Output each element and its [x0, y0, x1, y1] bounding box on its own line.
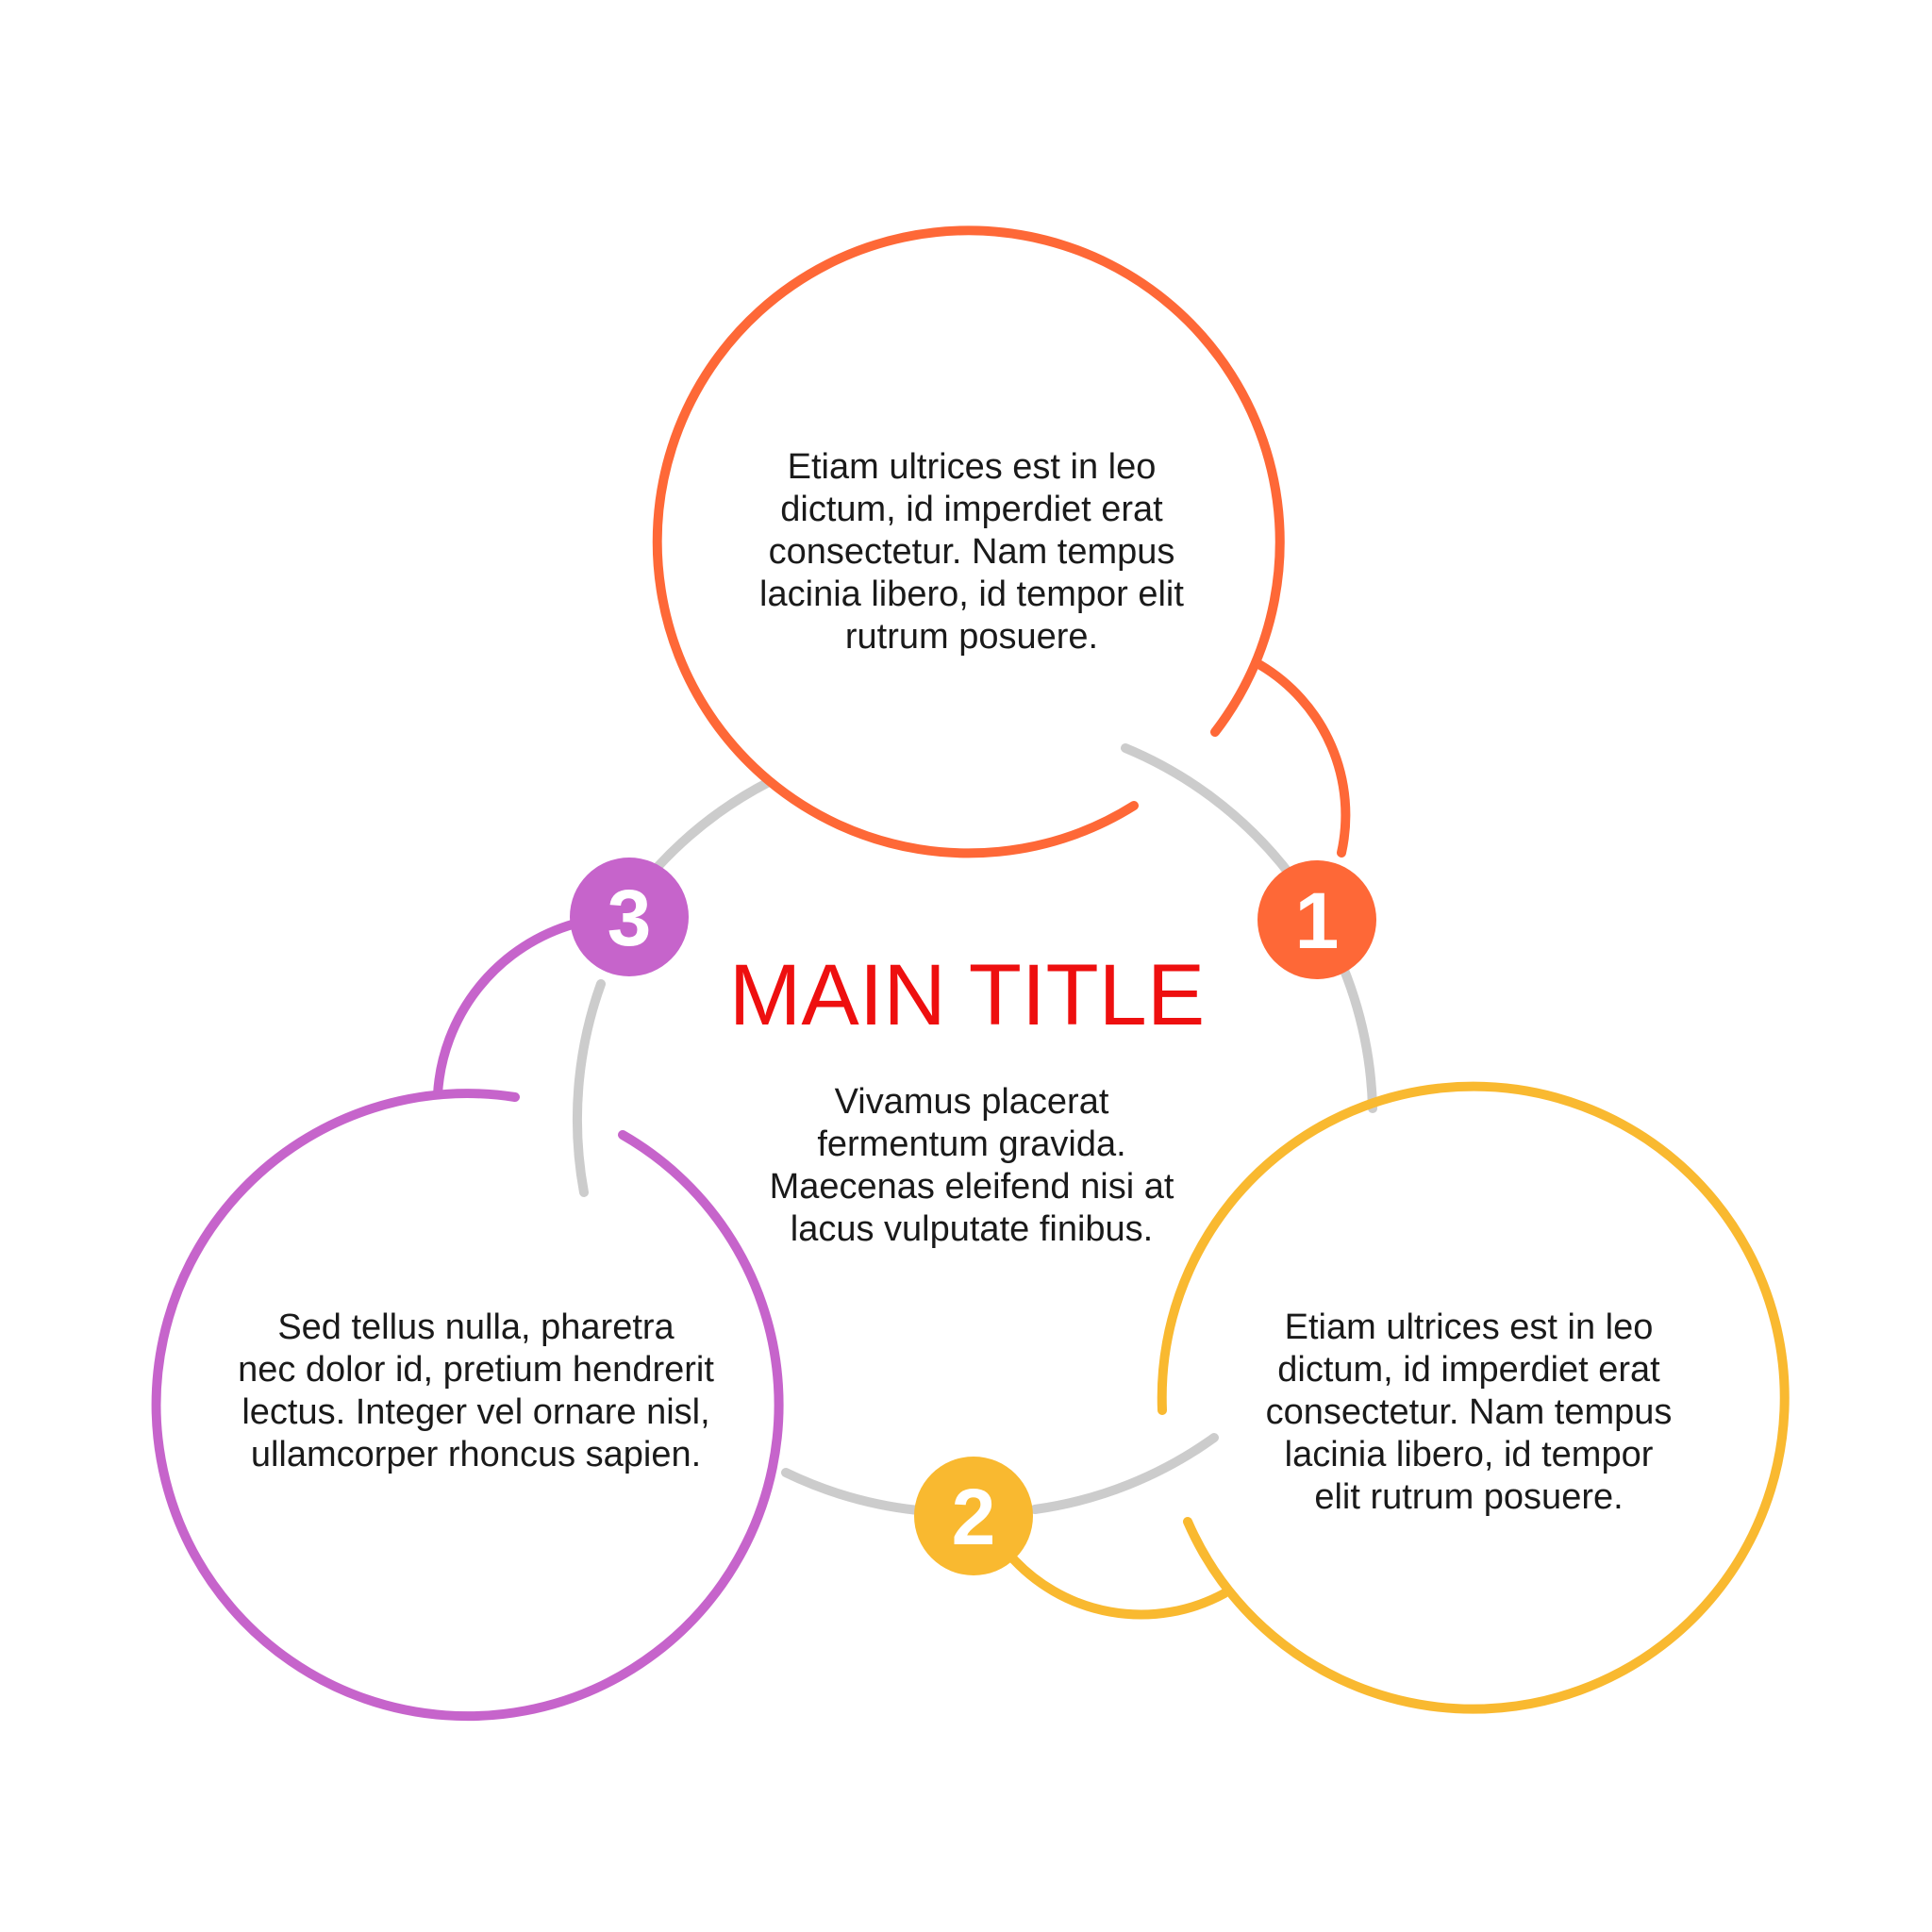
- step-3-connector: [433, 919, 580, 1099]
- step-2-circle: [1157, 1081, 1790, 1714]
- step-2-text-line: consectetur. Nam tempus: [1265, 1392, 1673, 1432]
- step-2-text-line: elit rutrum posuere.: [1314, 1477, 1624, 1517]
- step-2-text-line: lacinia libero, id tempor: [1284, 1435, 1654, 1474]
- step-2-number: 2: [952, 1473, 996, 1561]
- center-description: Vivamus placerat fermentum gravida. Maec…: [689, 1081, 1255, 1251]
- step-3-text-line: Sed tellus nulla, pharetra: [277, 1307, 675, 1347]
- step-3-text-line: ullamcorper rhoncus sapien.: [250, 1435, 702, 1474]
- step-2-text-line: Etiam ultrices est in leo: [1284, 1307, 1654, 1347]
- step-1-text: Etiam ultrices est in leo dictum, id imp…: [717, 446, 1226, 658]
- step-3-text: Sed tellus nulla, pharetra nec dolor id,…: [209, 1307, 742, 1476]
- step-2-connector: [1005, 1550, 1229, 1620]
- center-description-line: Maecenas eleifend nisi at: [769, 1167, 1174, 1207]
- step-1-circle: [652, 225, 1285, 858]
- central-ring-arc-bottom-left: [781, 1468, 923, 1515]
- step-3-text-line: lectus. Integer vel ornare nisl,: [242, 1392, 710, 1432]
- step-2-badge: [914, 1457, 1033, 1575]
- step-3-text-line: nec dolor id, pretium hendrerit: [238, 1350, 714, 1390]
- step-1-text-line: Etiam ultrices est in leo: [787, 447, 1157, 487]
- central-ring-arc-left: [572, 979, 606, 1197]
- step-2-text: Etiam ultrices est in leo dictum, id imp…: [1209, 1307, 1728, 1519]
- step-3-circle: [151, 1089, 784, 1722]
- main-title: MAIN TITLE: [728, 947, 1206, 1043]
- center-description-line: fermentum gravida.: [817, 1124, 1126, 1164]
- center-description-line: lacus vulputate finibus.: [790, 1209, 1154, 1249]
- step-1-text-line: lacinia libero, id tempor elit: [759, 575, 1184, 614]
- step-1-text-line: consectetur. Nam tempus: [768, 532, 1175, 572]
- central-ring-arc-bottom: [1030, 1433, 1219, 1514]
- step-3-badge: [570, 858, 689, 976]
- step-3-number: 3: [608, 874, 652, 962]
- step-1-number: 1: [1295, 876, 1340, 965]
- step-1-text-line: rutrum posuere.: [844, 617, 1099, 657]
- step-1-badge: [1257, 860, 1376, 979]
- step-2-text-line: dictum, id imperdiet erat: [1277, 1350, 1660, 1390]
- step-1-text-line: dictum, id imperdiet erat: [780, 490, 1163, 529]
- center-description-line: Vivamus placerat: [834, 1082, 1109, 1122]
- step-3-group: 3: [151, 858, 784, 1722]
- step-1-group: 1: [652, 225, 1376, 979]
- step-2-group: 2: [914, 1081, 1790, 1714]
- central-ring-arc-upper-left: [653, 777, 774, 872]
- step-1-connector: [1256, 660, 1351, 858]
